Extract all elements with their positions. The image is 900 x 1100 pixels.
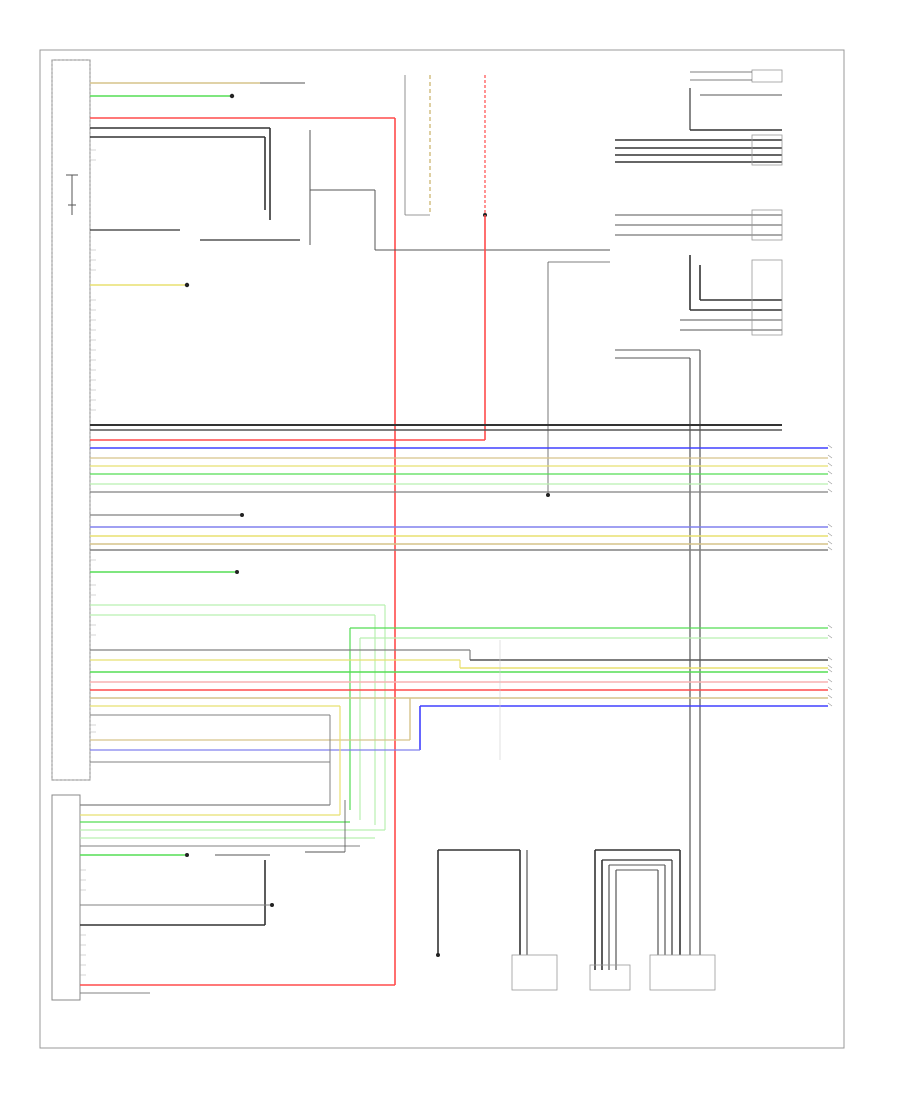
main-module-connector: [51, 59, 91, 781]
fuse-block-top: [90, 75, 487, 441]
lower-bus: [90, 604, 828, 830]
right-top-connectors: [546, 69, 783, 930]
middle-bus: [90, 424, 828, 574]
top-wire-group: [90, 82, 610, 985]
left-module-pin-ticks: [80, 149, 96, 976]
right-edge-continuation-marks: [827, 444, 833, 707]
antenna-symbol: [66, 174, 78, 215]
lower-module-connector: [51, 794, 81, 1001]
diagram-frame: [39, 49, 845, 1049]
bottom-components: [436, 849, 716, 991]
lower-module-wires: [80, 800, 395, 994]
